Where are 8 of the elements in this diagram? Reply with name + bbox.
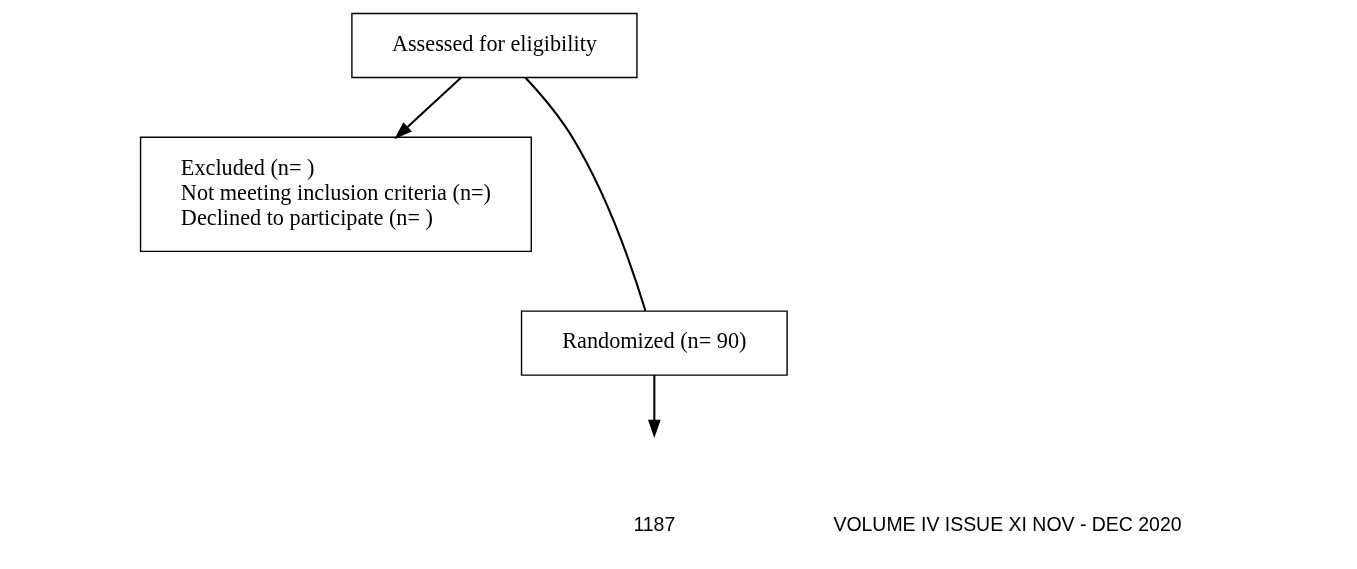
connector [524,76,646,312]
node-box: Assessed for eligibility [350,12,638,79]
node-box: Randomized (n= 90) [520,310,788,376]
node-box: Excluded (n= ) Not meeting inclusion criteria (n=) Declined to participate (n= ) [139,136,532,252]
label: 1187 [632,512,675,535]
label: VOLUME IV ISSUE XI NOV - DEC 2020 [832,512,1182,535]
arrow [647,375,661,438]
arrow [393,76,462,140]
